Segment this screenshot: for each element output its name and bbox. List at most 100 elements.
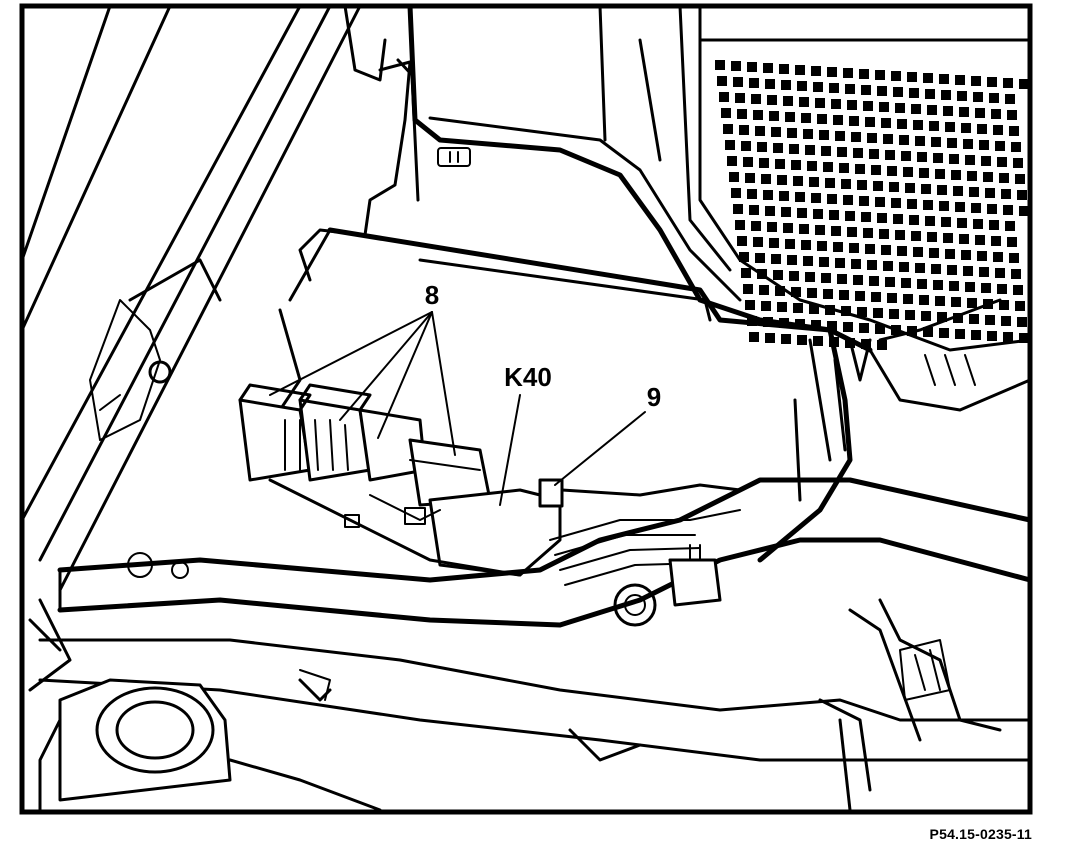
grille-cell [897,246,907,256]
callout-k40: K40 [504,362,552,392]
grille-cell [1013,285,1023,295]
grille-cell [759,285,769,295]
grille-cell [905,183,915,193]
grille-cell [815,225,825,235]
grille-cell [819,257,829,267]
grille-cell [855,291,865,301]
grille-cell [759,158,769,168]
grille-cell [817,241,827,251]
grille-cell [895,230,905,240]
grille-cell [973,92,983,102]
grille-cell [855,164,865,174]
grille-cell [771,127,781,137]
grille-cell [977,251,987,261]
grille-cell [791,160,801,170]
grille-cell [1017,190,1027,200]
grille-cell [825,178,835,188]
grille-cell [725,140,735,150]
grille-cell [995,268,1005,278]
grille-cell [969,187,979,197]
grille-cell [877,213,887,223]
grille-cell [945,249,955,259]
grille-cell [1007,237,1017,247]
grille-cell [789,144,799,154]
grille-cell [875,70,885,80]
grille-cell [941,90,951,100]
grille-cell [963,266,973,276]
grille-cell [851,259,861,269]
grille-cell [865,117,875,127]
grille-cell [795,192,805,202]
grille-cell [999,173,1009,183]
grille-cell [783,96,793,106]
grille-cell [1019,79,1029,89]
grille-cell [871,165,881,175]
grille-cell [849,243,859,253]
grille-cell [795,319,805,329]
grille-cell [901,278,911,288]
grille-cell [845,84,855,94]
grille-cell [853,148,863,158]
grille-cell [981,283,991,293]
grille-cell [821,273,831,283]
grille-cell [979,267,989,277]
grille-cell [877,86,887,96]
grille-cell [861,212,871,222]
grille-cell [813,209,823,219]
grille-cell [949,281,959,291]
grille-cell [991,236,1001,246]
grille-cell [1001,316,1011,326]
grille-cell [807,288,817,298]
grille-cell [917,152,927,162]
grille-cell [739,252,749,262]
grille-cell [923,327,933,337]
grille-cell [909,88,919,98]
grille-cell [965,282,975,292]
grille-cell [847,100,857,110]
grille-cell [897,119,907,129]
figure-reference-code: P54.15-0235-11 [929,826,1032,842]
grille-cell [933,280,943,290]
grille-cell [799,97,809,107]
grille-cell [957,91,967,101]
grille-cell [843,322,853,332]
grille-cell [801,113,811,123]
grille-cell [955,329,965,339]
grille-cell [961,250,971,260]
grille-cell [937,185,947,195]
grille-cell [841,179,851,189]
grille-cell [937,312,947,322]
grille-cell [869,276,879,286]
grille-cell [977,124,987,134]
grille-cell [895,103,905,113]
grille-cell [749,78,759,88]
grille-cell [779,318,789,328]
grille-cell [747,62,757,72]
grille-cell [889,309,899,319]
grille-cell [923,73,933,83]
grille-cell [833,242,843,252]
callout-9: 9 [647,382,661,412]
grille-cell [817,114,827,124]
grille-cell [749,205,759,215]
grille-cell [987,204,997,214]
leader-lines [269,311,646,506]
engine-compartment-drawing [20,3,1033,812]
grille-cell [1005,94,1015,104]
grille-cell [917,279,927,289]
grille-cell [805,145,815,155]
grille-cell [885,277,895,287]
grille-cell [859,323,869,333]
grille-cell [859,196,869,206]
grille-cell [827,194,837,204]
grille-cell [973,219,983,229]
grille-cell [943,233,953,243]
grille-cell [781,80,791,90]
grille-cell [957,218,967,228]
grille-cell [959,107,969,117]
grille-cell [755,126,765,136]
grille-cell [887,293,897,303]
grille-cell [807,161,817,171]
grille-cell [779,191,789,201]
